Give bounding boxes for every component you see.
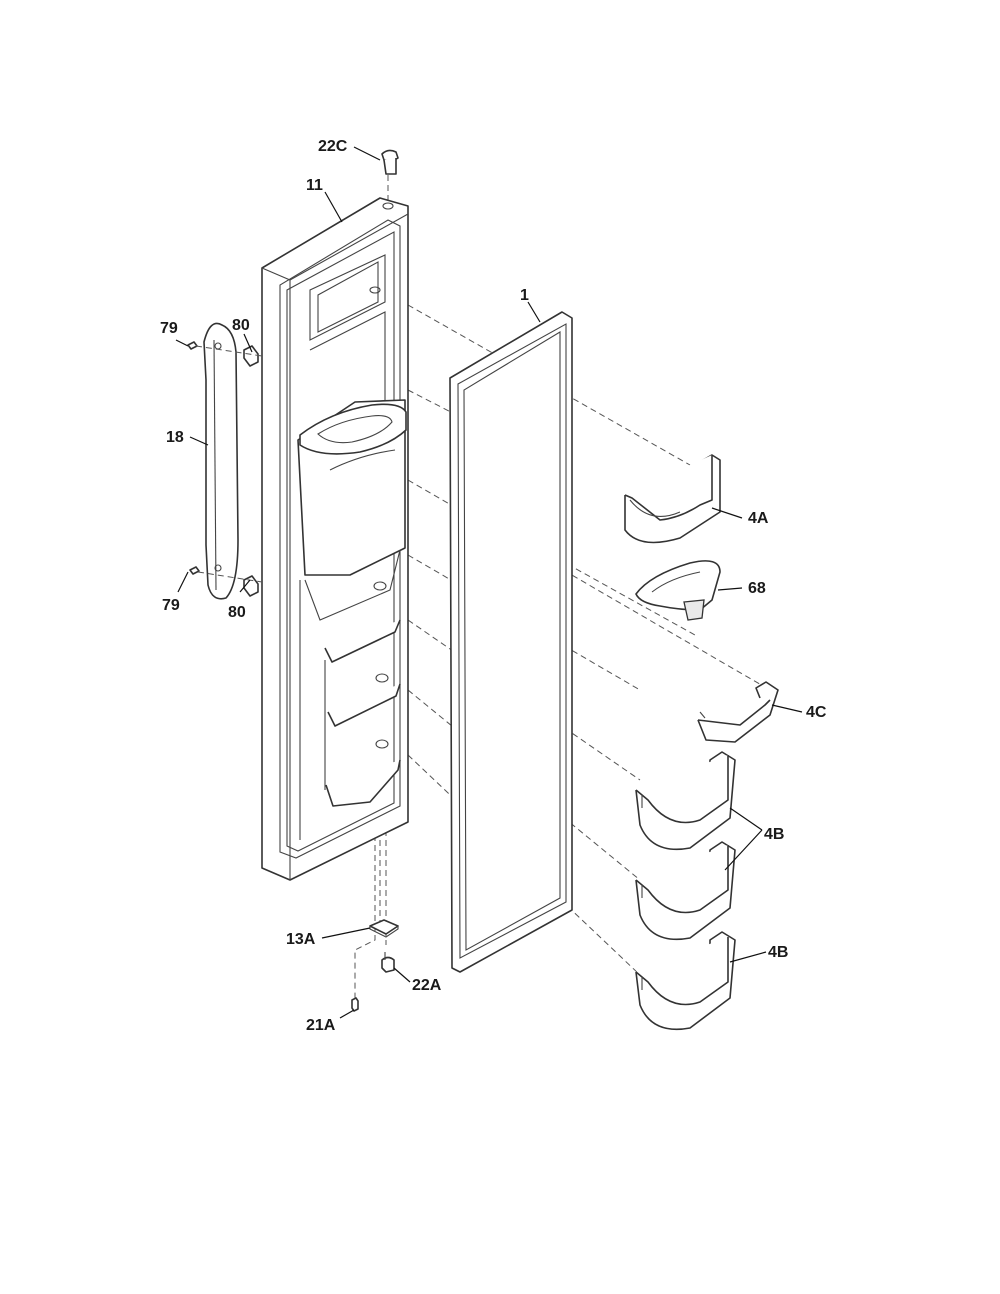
label-68: 68 xyxy=(748,580,766,597)
label-18: 18 xyxy=(166,429,184,446)
door-panel xyxy=(261,197,409,881)
label-79-bottom: 79 xyxy=(162,597,180,614)
callout-labels: 22C 11 1 79 80 18 79 80 4A 68 4C 4B 4B 1… xyxy=(160,138,827,1034)
label-79-top: 79 xyxy=(160,320,178,337)
label-13A: 13A xyxy=(286,931,316,948)
label-80-top: 80 xyxy=(232,317,250,334)
door-shelf-4C xyxy=(697,681,779,743)
door-bin-4A xyxy=(624,454,721,544)
label-21A: 21A xyxy=(306,1017,336,1034)
label-4A: 4A xyxy=(748,510,769,527)
label-11: 11 xyxy=(306,177,323,194)
hinge-screw-21A xyxy=(351,997,359,1012)
label-4B-top: 4B xyxy=(764,826,784,843)
door-bin-4B-bottom xyxy=(635,931,736,1031)
leader-lines xyxy=(175,146,803,1019)
label-22C: 22C xyxy=(318,138,348,155)
door-bin-4B-top xyxy=(635,751,736,851)
lower-hinge-13A xyxy=(369,919,399,938)
handle xyxy=(203,322,239,600)
dispenser-funnel-68 xyxy=(635,560,721,621)
door-bin-4B-middle xyxy=(635,841,736,941)
hinge-pin-top xyxy=(381,149,399,210)
label-1: 1 xyxy=(520,287,529,304)
label-22A: 22A xyxy=(412,977,442,994)
label-4B-bottom: 4B xyxy=(768,944,788,961)
label-80-bottom: 80 xyxy=(228,604,246,621)
door-gasket xyxy=(449,311,573,973)
hinge-pin-22A xyxy=(381,952,395,973)
label-4C: 4C xyxy=(806,704,827,721)
